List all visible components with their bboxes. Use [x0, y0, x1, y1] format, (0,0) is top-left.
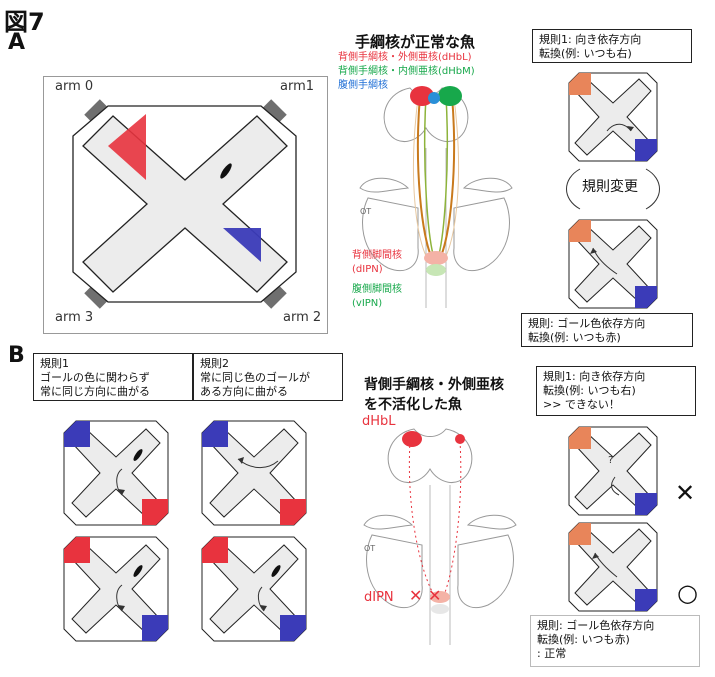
rule2-box-b-line3: ある方向に曲がる — [200, 385, 288, 398]
svg-text:OT: OT — [364, 544, 375, 553]
goal-rule-box-b-line1: 規則: ゴール色依存方向 — [537, 619, 655, 632]
arm-label-3: arm 3 — [55, 310, 94, 325]
goal-rule-box-b-line3: : 正常 — [537, 647, 567, 660]
rule1-box-a-line2: 転換(例: いつも右) — [539, 47, 632, 60]
rule1-box-b-right: 規則1: 向き依存方向 転換(例: いつも右) >> できない！ — [536, 366, 696, 416]
inactivated-title-line2: を不活化した魚 — [364, 397, 462, 413]
rule2-box-b: 規則2 常に同じ色のゴールが ある方向に曲がる — [193, 353, 343, 401]
dipn-abbr: (dIPN) — [352, 264, 383, 275]
maze-b-right-1 — [568, 426, 658, 516]
maze-a — [72, 99, 297, 309]
rule2-box-b-line1: 規則2 — [200, 357, 229, 370]
rule1-box-a-line1: 規則1: 向き依存方向 — [539, 33, 642, 46]
maze-b-3 — [63, 536, 169, 642]
rule-change-arrows — [566, 168, 660, 210]
inactivated-title-line1: 背側手綱核・外側亜核 — [364, 377, 504, 393]
legend-dhbm: 背側手綱核・内側亜核(dHbM) — [338, 66, 475, 77]
inactivated-brain-diagram: OT — [363, 428, 517, 645]
panel-a-letter: A — [8, 30, 26, 55]
goal-rule-box-b: 規則: ゴール色依存方向 転換(例: いつも赤) : 正常 — [530, 615, 700, 667]
goal-rule-box-a-line1: 規則: ゴール色依存方向 — [528, 317, 646, 330]
arm-label-2: arm 2 — [283, 310, 322, 325]
normal-brain-diagram: OT — [359, 86, 513, 308]
rule1-box-b-line3: 常に同じ方向に曲がる — [40, 385, 150, 398]
rule-change-label: 規則変更 — [578, 176, 642, 196]
vipn-abbr: (vIPN) — [352, 298, 383, 309]
rule1-box-b-line2: ゴールの色に関わらず — [40, 371, 150, 384]
vipn-label: 腹側脚間核 — [352, 284, 402, 295]
arm-label-0: arm 0 — [55, 79, 94, 94]
figure-title: 図7 — [4, 8, 45, 36]
rule1-right-line2: 転換(例: いつも右) — [543, 384, 636, 397]
legend-dhbl: 背側手綱核・外側亜核(dHbL) — [338, 52, 472, 63]
panel-b-letter: B — [8, 343, 25, 368]
dhbl-label-b: dHbL — [362, 414, 396, 429]
svg-text:OT: OT — [360, 207, 371, 216]
dipn-label: 背側脚間核 — [352, 250, 402, 261]
maze-b-1 — [63, 420, 169, 526]
fail-mark: ✕ — [675, 479, 696, 507]
rule1-box-b: 規則1 ゴールの色に関わらず 常に同じ方向に曲がる — [33, 353, 193, 401]
maze-b-4 — [201, 536, 307, 642]
rule1-box-a: 規則1: 向き依存方向 転換(例: いつも右) — [532, 29, 692, 63]
inactivated-fish-title: 背側手綱核・外側亜核 を不活化した魚 — [364, 375, 504, 415]
maze-a-small-2 — [568, 219, 658, 309]
maze-b-right-2 — [568, 522, 658, 612]
rule1-box-b-line1: 規則1 — [40, 357, 69, 370]
rule2-box-b-line2: 常に同じ色のゴールが — [200, 371, 310, 384]
maze-b-2 — [201, 420, 307, 526]
arm-label-1: arm1 — [280, 79, 315, 94]
ok-mark: ○ — [677, 579, 698, 607]
goal-rule-box-a: 規則: ゴール色依存方向 転換(例: いつも赤) — [521, 313, 693, 347]
normal-fish-title: 手綱核が正常な魚 — [355, 33, 476, 51]
legend-vhb: 腹側手綱核 — [338, 80, 388, 91]
cross-marks: ✕ ✕ — [409, 586, 442, 605]
maze-a-frame — [43, 76, 328, 334]
rule1-right-line3: >> できない！ — [543, 398, 620, 411]
goal-rule-box-a-line2: 転換(例: いつも赤) — [528, 331, 621, 344]
question-mark: ? — [608, 455, 614, 466]
maze-a-small-1 — [568, 72, 658, 162]
dipn-label-b: dIPN — [364, 590, 394, 605]
rule1-right-line1: 規則1: 向き依存方向 — [543, 370, 646, 383]
goal-rule-box-b-line2: 転換(例: いつも赤) — [537, 633, 630, 646]
